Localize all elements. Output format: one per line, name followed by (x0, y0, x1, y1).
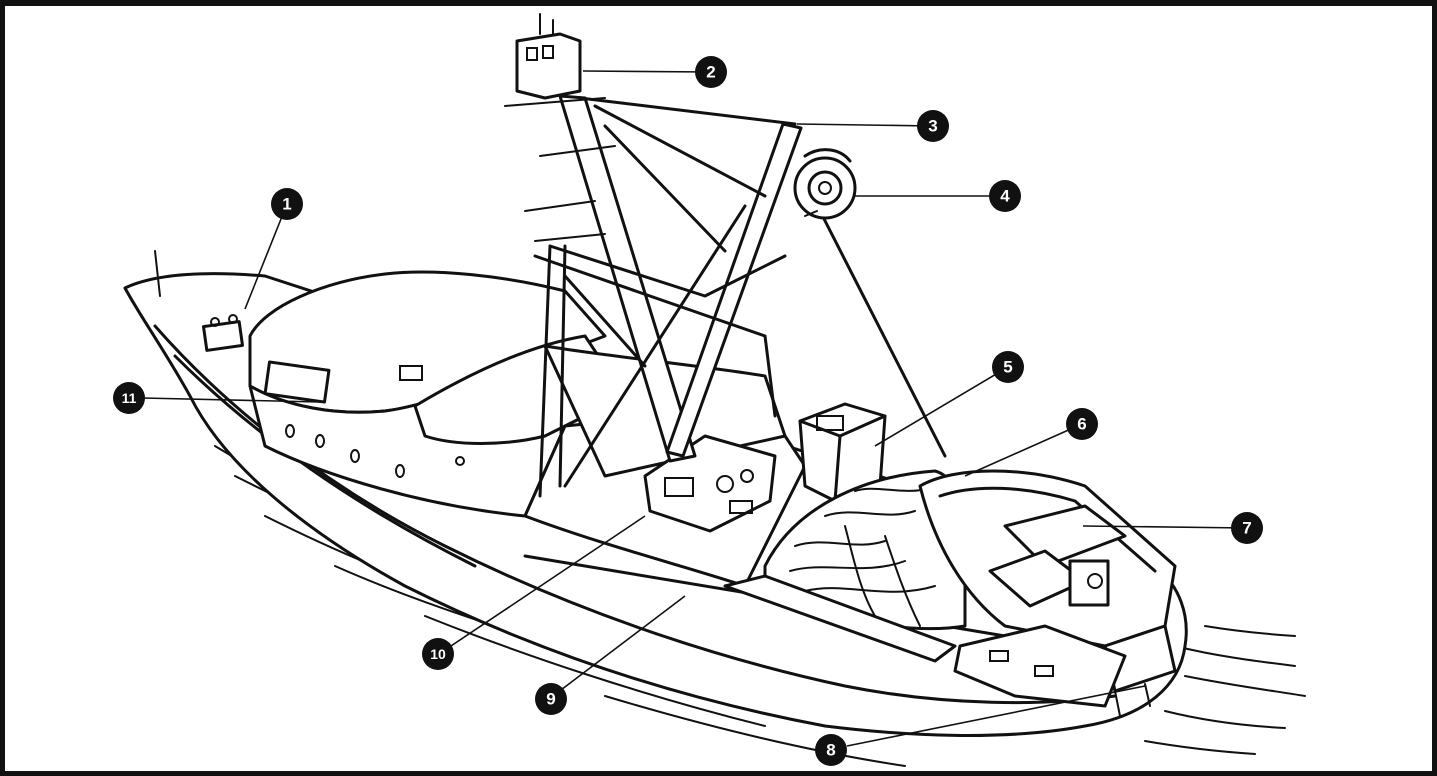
callout-6-label: 6 (1077, 415, 1086, 434)
callout-4: 4 (989, 180, 1021, 212)
callout-3: 3 (917, 110, 949, 142)
callout-1-label: 1 (282, 195, 291, 214)
callout-9-label: 9 (546, 690, 555, 709)
callout-10-label: 10 (430, 646, 446, 662)
skiff (918, 469, 1177, 717)
callout-4-label: 4 (1000, 187, 1010, 206)
callout-10: 10 (422, 638, 454, 670)
portholes (285, 424, 465, 478)
callout-8: 8 (815, 734, 847, 766)
callout-8-label: 8 (826, 741, 835, 760)
callout-9: 9 (535, 683, 567, 715)
callout-11: 11 (113, 382, 145, 414)
callout-1: 1 (271, 188, 303, 220)
crows-nest (515, 13, 582, 100)
cabin (248, 270, 627, 518)
callout-7-label: 7 (1242, 519, 1251, 538)
boat-diagram: 1 2 3 4 5 6 7 8 9 10 11 (113, 13, 1306, 767)
callout-2-label: 2 (706, 63, 715, 82)
stern-deck (953, 624, 1127, 708)
bow-winch (202, 314, 244, 352)
callout-5: 5 (992, 351, 1024, 383)
callout-11-label: 11 (122, 390, 137, 406)
net-chute (723, 574, 957, 663)
mast (504, 94, 697, 498)
callout-2: 2 (695, 56, 727, 88)
power-block (793, 148, 857, 220)
callout-5-label: 5 (1003, 358, 1012, 377)
callout-6: 6 (1066, 408, 1098, 440)
callout-3-label: 3 (928, 117, 937, 136)
callout-7: 7 (1231, 512, 1263, 544)
leader-lines (142, 70, 1248, 747)
boom-rigging (533, 96, 947, 488)
